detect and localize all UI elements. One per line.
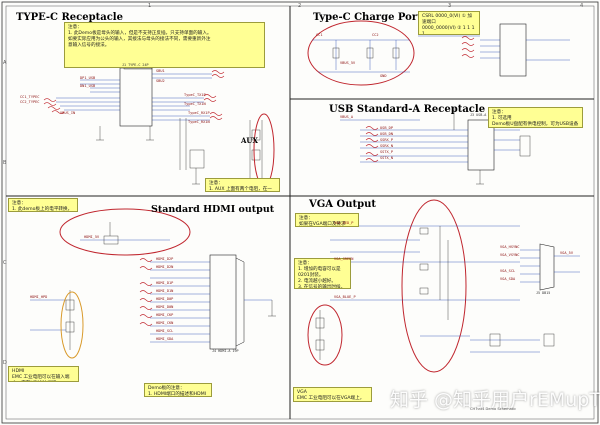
note-typec: 注意： 1. 此Demo板是母头的输入，但是不支持正反插，只支持单面的输入。 如… xyxy=(64,22,265,68)
net-label: CC2 xyxy=(372,33,379,37)
net-label: SSRX_P xyxy=(380,138,393,142)
net-label: DP1_USB xyxy=(80,76,96,80)
connector-ref: J5 DB15 xyxy=(536,291,551,295)
net-label: SBU2 xyxy=(156,79,165,83)
border-number: 1 xyxy=(148,3,152,9)
net-label: SBU1 xyxy=(156,69,165,73)
net-label: SSTX_N xyxy=(380,156,393,160)
net-label: HDMI_D2P xyxy=(156,257,174,261)
connector-ref: J3 USB-A xyxy=(470,113,487,117)
net-label: USB_DP xyxy=(380,126,393,130)
net-label: SSTX_P xyxy=(380,150,393,154)
net-label: VGA_5V xyxy=(560,251,573,255)
net-label: HDMI_SCL xyxy=(156,329,174,333)
note-hdmi-left: 注意： 1. 此demo板上的电平转换，可作用为HDMI 输入使用，以及大小。 xyxy=(8,198,78,212)
border-number: 4 xyxy=(580,3,584,9)
section-title-usb-a: USB Standard-A Receptacle xyxy=(329,104,486,115)
net-label: VBUS_A xyxy=(340,115,353,119)
net-label: HDMI_HPD xyxy=(30,295,48,299)
note-aux: 注意： 1. AUX 上面有两个电阻，在一些系统里要注意它们的作用。 xyxy=(205,178,280,192)
net-label: VGA_SCL xyxy=(500,269,516,273)
net-label: VGA_RED_P xyxy=(334,221,354,225)
section-title-aux: AUX xyxy=(241,136,258,145)
net-label: VBUS_IN xyxy=(60,111,76,115)
sheet-caption: CH7034 Demo Schematic xyxy=(470,407,517,411)
border-number: A xyxy=(3,60,7,66)
net-label: USB_DN xyxy=(380,132,393,136)
net-label: DN1_USB xyxy=(80,84,96,88)
net-label: CC2_TYPEC xyxy=(20,100,40,104)
net-label: HDMI_D2N xyxy=(156,265,174,269)
section-title-typec-receptacle: TYPE-C Receptacle xyxy=(16,12,123,23)
net-label: VGA_VSYNC xyxy=(500,253,520,257)
net-label: CC1_TYPEC xyxy=(20,95,40,99)
net-label: SSRX_N xyxy=(380,144,393,148)
section-title-hdmi: Standard HDMI output xyxy=(151,204,275,215)
border-number: C xyxy=(3,260,7,266)
note-charge-port: CSRL 0000_0(VI) ① 加速端口 0000_0000(VI) ② 1… xyxy=(418,11,480,35)
net-label: HDMI_5V xyxy=(84,235,100,239)
net-label: HDMI_D0N xyxy=(156,305,174,309)
section-title-typec-charge-port: Type-C Charge Port xyxy=(313,12,422,23)
section-title-vga: VGA Output xyxy=(309,199,377,210)
net-label: VBUS_5V xyxy=(340,61,356,65)
watermark: 知乎 @知乎用户rEMupT xyxy=(390,389,600,411)
border-number: 3 xyxy=(448,3,452,9)
connector-ref: J4 HDMI-A 19P xyxy=(212,349,239,353)
net-label: TypeC_TX1N xyxy=(184,102,206,106)
net-label: GND xyxy=(380,74,387,78)
net-label: TypeC_TX1P xyxy=(184,93,206,97)
net-label: HDMI_D1N xyxy=(156,289,174,293)
note-hdmi-mid: HDMI EMC 工业电阻可以在输入端上，不在HDMI协议里 的中断与外部下拉线… xyxy=(8,366,79,382)
border-number: B xyxy=(3,160,7,166)
net-label: HDMI_SDA xyxy=(156,337,174,341)
note-vga-bottom: VGA EMC 工业电阻可以在VGA端上，不在VGA的规范内 的中断与外部下拉线… xyxy=(293,387,372,402)
net-label: VGA_GREEN xyxy=(334,257,354,261)
note-vga-top: 注意： 如果在VGA端口及要求VGA的规范电平输出。 xyxy=(295,213,359,227)
net-label: TypeC_RX1P xyxy=(188,111,210,115)
net-label: HDMI_D1P xyxy=(156,281,174,285)
border-number: D xyxy=(3,360,7,366)
net-label: VGA_HSYNC xyxy=(500,245,520,249)
net-label: VGA_SDA xyxy=(500,277,516,281)
net-label: VGA_BLUE_P xyxy=(334,295,356,299)
border-number: 2 xyxy=(298,3,302,9)
net-label: HDMI_CKP xyxy=(156,313,174,317)
net-label: HDMI_CKN xyxy=(156,321,174,325)
connector-ref: J1 TYPE-C 24P xyxy=(122,63,149,67)
net-label: TypeC_RX1N xyxy=(188,120,210,124)
net-label: CC1 xyxy=(316,33,323,37)
note-usb-a: 注意： 1. 可选用 Demo板U盘配有供电控制，可为USB设备供电 电流由芯片… xyxy=(488,107,583,128)
note-hdmi-bottom: Demo板的注意： 1. HDMI端口的描述和HDMI PCB布局。 xyxy=(144,383,212,397)
note-vga-left: 注意： 1. 增加的电容可以是0201封装。 2. 电流越小越好。 3. 在信号… xyxy=(294,258,351,289)
net-label: HDMI_D0P xyxy=(156,297,174,301)
